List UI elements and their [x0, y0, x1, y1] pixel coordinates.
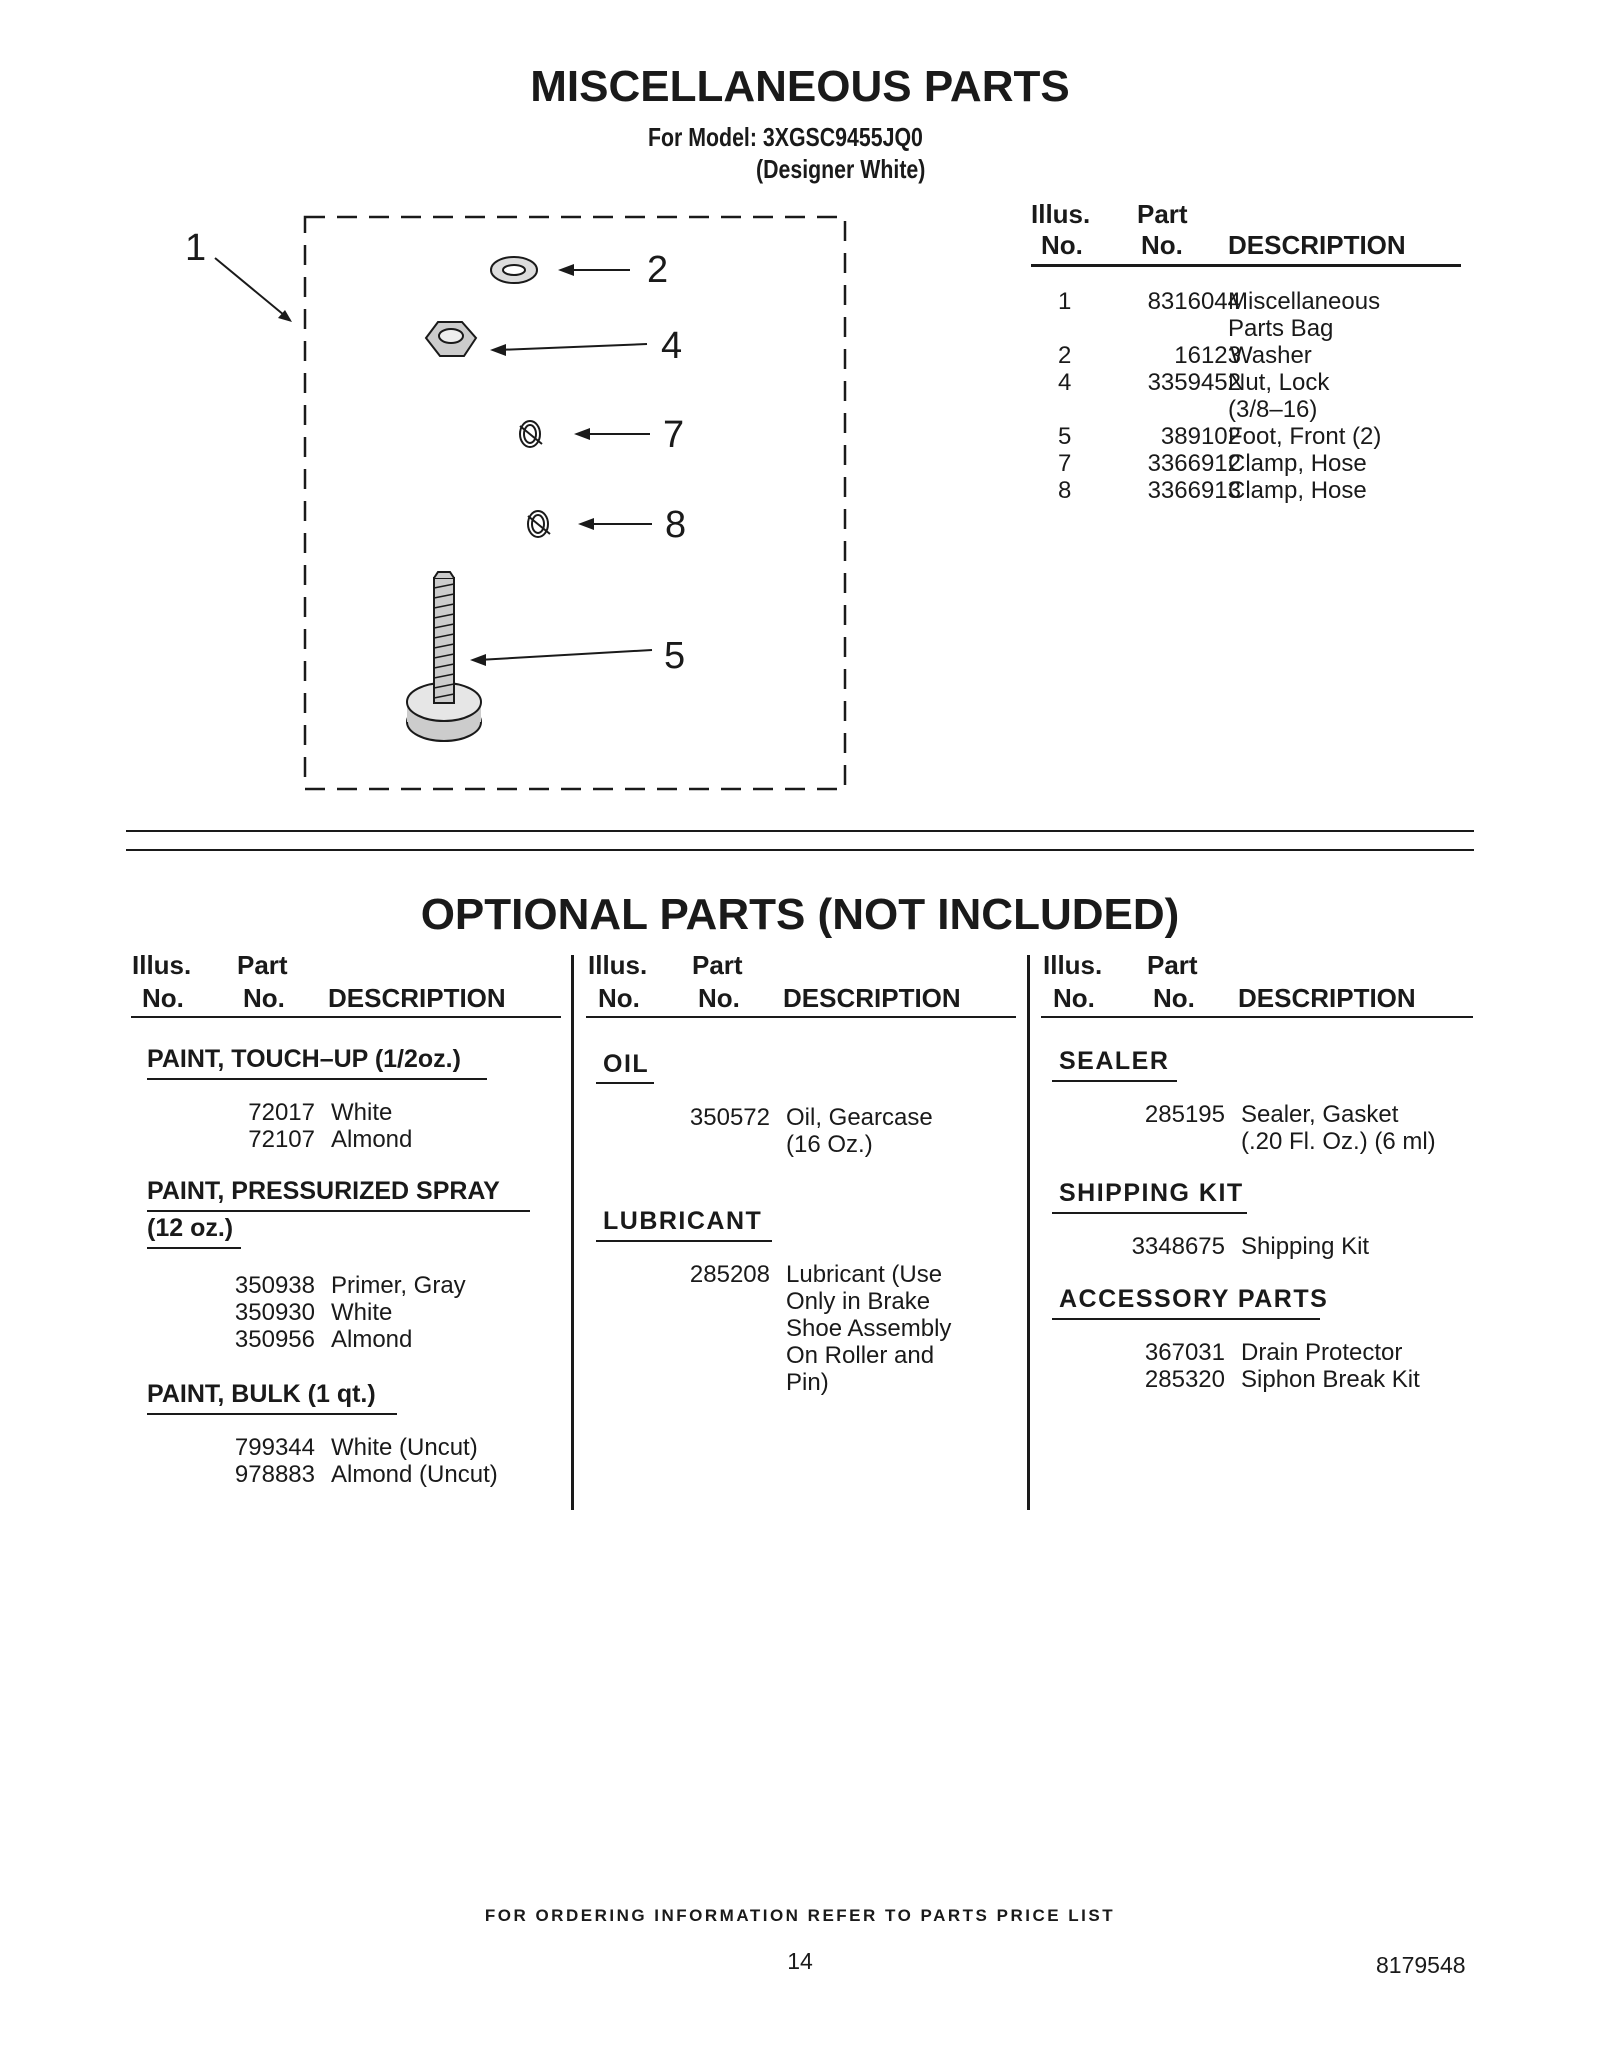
category-lubricant: LUBRICANT — [603, 1207, 763, 1235]
part-description: (16 Oz.) — [786, 1131, 873, 1158]
part-number: 72107 — [248, 1126, 315, 1153]
part-number: 350938 — [234, 1272, 315, 1299]
opt3-col-description: DESCRIPTION — [1238, 983, 1416, 1013]
parts-diagram: 1 2 4 7 8 — [185, 215, 847, 791]
front-foot-part — [406, 571, 482, 742]
part-description: Primer, Gray — [331, 1272, 466, 1299]
part-description: White (Uncut) — [331, 1434, 478, 1461]
part-description: Only in Brake — [786, 1288, 931, 1315]
section-divider-top — [126, 830, 1474, 832]
category-paint-spray-size: (12 oz.) — [147, 1214, 234, 1242]
opt2-col-part-2: No. — [698, 983, 740, 1013]
page-number: 14 — [787, 1948, 813, 1974]
lock-nut-part — [424, 321, 478, 357]
model-line: For Model: 3XGSC9455JQ0 — [648, 122, 923, 152]
part-description: White — [331, 1099, 393, 1126]
part-description: Drain Protector — [1241, 1339, 1403, 1366]
part-number: 285320 — [1144, 1366, 1225, 1393]
opt1-header-rule — [131, 1016, 561, 1018]
part-description: (.20 Fl. Oz.) (6 ml) — [1241, 1128, 1436, 1155]
opt1-col-part-1: Part — [237, 950, 288, 980]
part-description: Almond — [331, 1126, 413, 1153]
opt1-col-illus-1: Illus. — [132, 950, 192, 980]
part-number: 350930 — [234, 1299, 315, 1326]
misc-parts-table: 1 8316044 Miscellaneous Parts Bag 2 1612… — [1031, 288, 1471, 504]
part-description: Shipping Kit — [1241, 1233, 1370, 1260]
column-separator-1 — [571, 955, 574, 1510]
part-number: 367031 — [1144, 1339, 1225, 1366]
part-number: 285208 — [689, 1261, 770, 1288]
opt3-col-illus-1: Illus. — [1043, 950, 1103, 980]
part-number: 3348675 — [1131, 1233, 1225, 1260]
page-title: MISCELLANEOUS PARTS — [530, 62, 1070, 111]
table-row: 7 3366912 Clamp, Hose — [1058, 450, 1367, 477]
section-divider-bottom — [126, 849, 1474, 851]
category-paint-touchup: PAINT, TOUCH–UP (1/2oz.) — [147, 1045, 461, 1073]
part-description: Siphon Break Kit — [1241, 1366, 1420, 1393]
misc-col-description: DESCRIPTION — [1228, 230, 1406, 260]
table-row: 1 8316044 Miscellaneous Parts Bag — [1058, 288, 1381, 342]
column-separator-2 — [1027, 955, 1030, 1510]
part-number: 285195 — [1144, 1101, 1225, 1128]
part-description: Lubricant (Use — [786, 1261, 943, 1288]
table-row: 8 3366913 Clamp, Hose — [1058, 477, 1367, 504]
category-sealer: SEALER — [1059, 1047, 1170, 1075]
opt2-header-rule — [586, 1016, 1016, 1018]
opt2-col-part-1: Part — [692, 950, 743, 980]
category-paint-bulk: PAINT, BULK (1 qt.) — [147, 1380, 376, 1408]
callout-4: 4 — [661, 325, 682, 367]
hose-clamp-7-part — [519, 420, 543, 448]
opt2-col-illus-1: Illus. — [588, 950, 648, 980]
part-number: 350956 — [234, 1326, 315, 1353]
part-description: Almond (Uncut) — [331, 1461, 498, 1488]
part-description: Sealer, Gasket — [1241, 1101, 1399, 1128]
misc-col-part-2: No. — [1141, 230, 1183, 260]
opt3-col-part-2: No. — [1153, 983, 1195, 1013]
part-description: Shoe Assembly — [786, 1315, 952, 1342]
part-description: On Roller and — [786, 1342, 935, 1369]
opt3-col-illus-2: No. — [1053, 983, 1095, 1013]
ordering-info-note: FOR ORDERING INFORMATION REFER TO PARTS … — [484, 1906, 1116, 1925]
part-number: 978883 — [234, 1461, 315, 1488]
optional-parts-title: OPTIONAL PARTS (NOT INCLUDED) — [420, 890, 1180, 939]
table-row: 4 3359452 Nut, Lock (3/8–16) — [1058, 369, 1330, 423]
part-description: White — [331, 1299, 393, 1326]
opt1-col-part-2: No. — [243, 983, 285, 1013]
callout-7: 7 — [663, 414, 684, 456]
part-description: Almond — [331, 1326, 413, 1353]
color-line: (Designer White) — [756, 154, 926, 184]
opt3-col-part-1: Part — [1147, 950, 1198, 980]
callout-2: 2 — [647, 249, 668, 291]
part-number: 350572 — [689, 1104, 770, 1131]
washer-part — [490, 256, 538, 284]
part-description: Pin) — [786, 1369, 829, 1396]
category-shipping-kit: SHIPPING KIT — [1059, 1179, 1244, 1207]
callout-1-leader — [214, 257, 291, 321]
callout-5: 5 — [664, 635, 685, 677]
part-number: 799344 — [234, 1434, 315, 1461]
opt2-col-illus-2: No. — [598, 983, 640, 1013]
opt1-col-description: DESCRIPTION — [328, 983, 506, 1013]
category-oil: OIL — [603, 1050, 650, 1078]
misc-col-illus-2: No. — [1041, 230, 1083, 260]
table-row: 5 389102 Foot, Front (2) — [1058, 423, 1382, 450]
callout-8: 8 — [665, 504, 686, 546]
opt1-col-illus-2: No. — [142, 983, 184, 1013]
part-description: Oil, Gearcase — [786, 1104, 933, 1131]
category-paint-spray: PAINT, PRESSURIZED SPRAY — [147, 1177, 500, 1205]
category-accessory-parts: ACCESSORY PARTS — [1059, 1285, 1329, 1313]
misc-col-illus-1: Illus. — [1031, 199, 1091, 229]
opt3-header-rule — [1041, 1016, 1473, 1018]
misc-header-rule — [1031, 264, 1461, 267]
part-number: 72017 — [248, 1099, 315, 1126]
opt2-col-description: DESCRIPTION — [783, 983, 961, 1013]
misc-col-part-1: Part — [1137, 199, 1188, 229]
table-row: 2 16123 Washer — [1058, 342, 1312, 369]
callout-1: 1 — [185, 227, 206, 269]
document-number: 8179548 — [1376, 1952, 1466, 1978]
hose-clamp-8-part — [527, 510, 551, 538]
parts-bag-outline — [303, 215, 847, 791]
